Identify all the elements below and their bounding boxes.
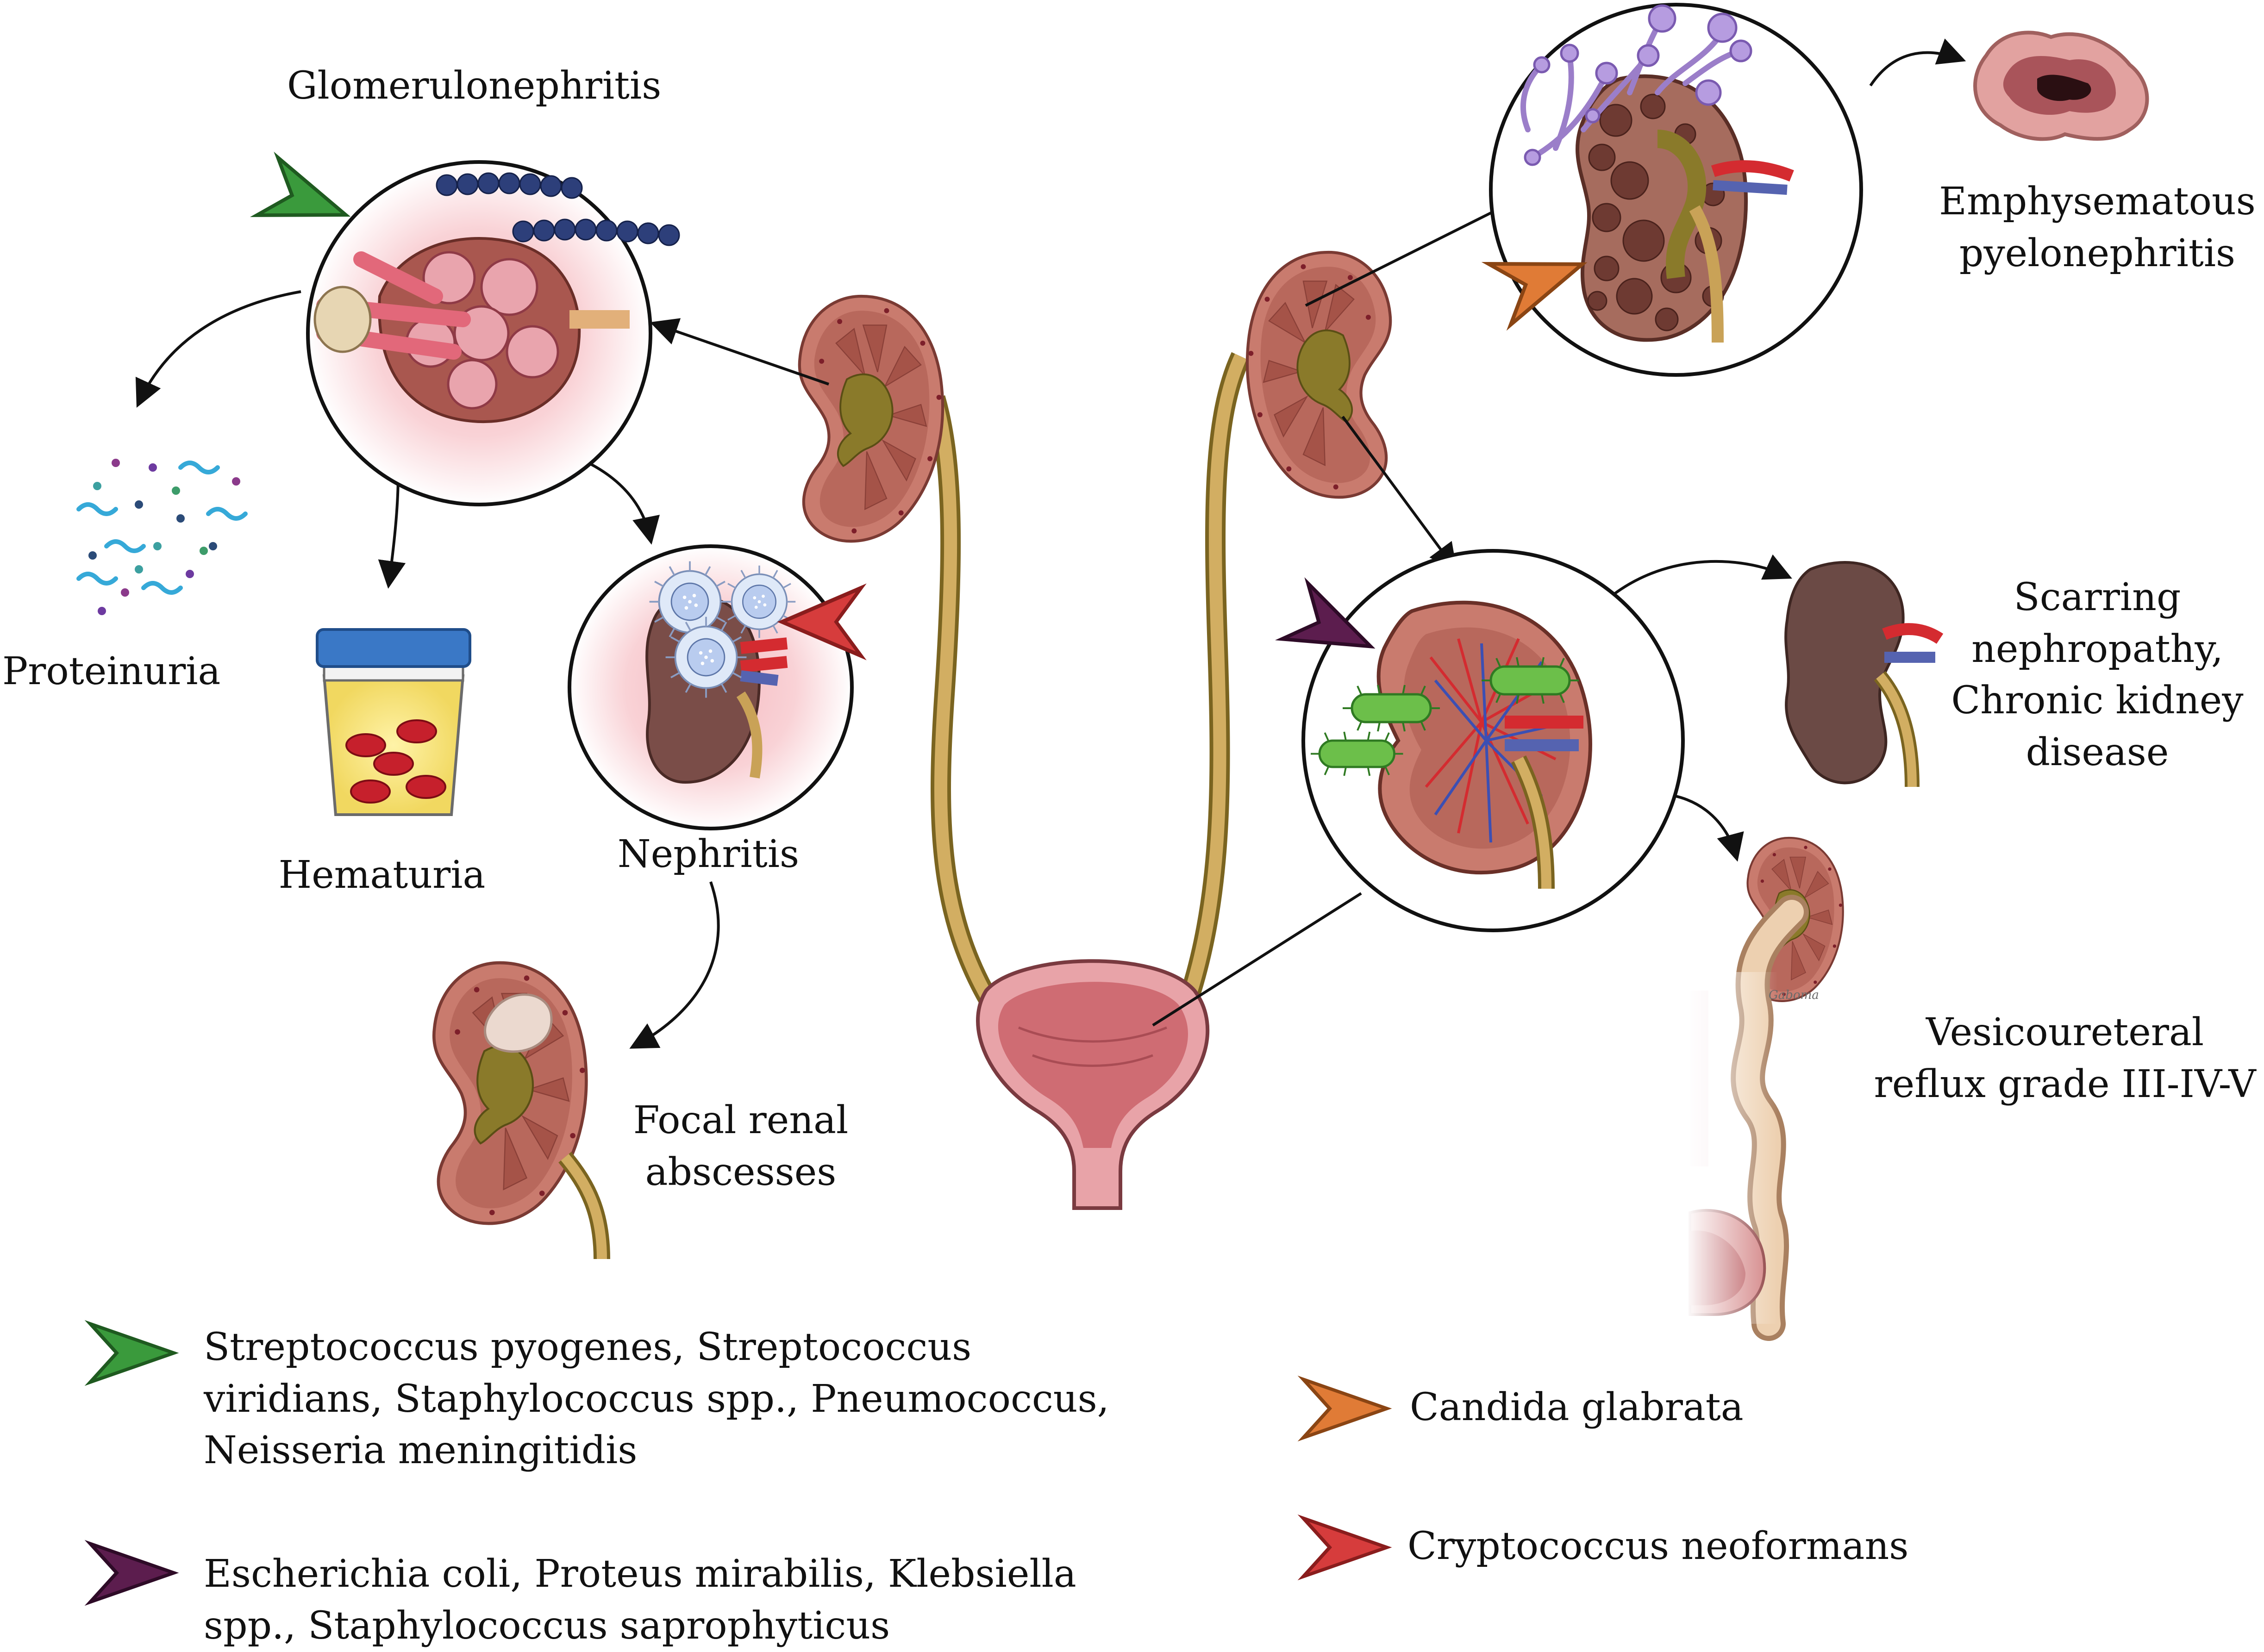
vur-label-line2: reflux grade III-IV-V bbox=[1874, 1062, 2256, 1106]
emphysematous-label-line1: Emphysematous bbox=[1939, 180, 2256, 224]
legend-orange-text: Candida glabrata bbox=[1410, 1382, 1744, 1434]
legend-green-line3: Neisseria meningitidis bbox=[204, 1428, 638, 1473]
vur-label-line1: Vesicoureteral bbox=[1926, 1010, 2204, 1054]
legend-orange-line1: Candida glabrata bbox=[1410, 1385, 1744, 1429]
emphysema-lesion bbox=[1973, 31, 2149, 141]
arrows bbox=[135, 38, 1966, 1049]
legend-green-icon bbox=[90, 1324, 174, 1382]
pyelonephritis-illustration bbox=[1282, 549, 1685, 932]
glomerulonephritis-label: Glomerulonephritis bbox=[287, 64, 662, 108]
legend-purple-text: Escherichia coli, Proteus mirabilis, Kle… bbox=[204, 1548, 1076, 1652]
vur-artist-signature: Gaboma bbox=[1769, 988, 1819, 1002]
legend-green-line2: viridians, Staphylococcus spp., Pneumoco… bbox=[204, 1377, 1109, 1421]
vur-label: Vesicoureteral reflux grade III-IV-V bbox=[1870, 1007, 2259, 1110]
emphysematous-label-line2: pyelonephritis bbox=[1959, 231, 2236, 275]
focal-abscess-label: Focal renal abscesses bbox=[611, 1095, 870, 1198]
bladder bbox=[976, 959, 1210, 1210]
scarring-label-line2: nephropathy, bbox=[1971, 627, 2223, 671]
legend-green-line1: Streptococcus pyogenes, Streptococcus bbox=[204, 1325, 972, 1369]
scarring-label-line1: Scarring bbox=[2014, 575, 2181, 619]
legend-red-line1: Cryptococcus neoformans bbox=[1407, 1524, 1909, 1568]
legend-orange-icon bbox=[1303, 1379, 1387, 1438]
emphysematous-label: Emphysematous pyelonephritis bbox=[1921, 176, 2264, 279]
focal-abscess-label-line2: abscesses bbox=[645, 1150, 837, 1194]
emphysematous-illustration bbox=[1488, 3, 1863, 377]
proteinuria-illustration bbox=[76, 459, 248, 615]
nephritis-label: Nephritis bbox=[617, 832, 800, 876]
streptococcus-chain bbox=[436, 172, 680, 246]
focal-abscess-label-line1: Focal renal bbox=[633, 1098, 849, 1142]
hematuria-urine-cup bbox=[316, 628, 471, 816]
legend-red-icon bbox=[1303, 1518, 1387, 1577]
legend-green-text: Streptococcus pyogenes, Streptococcus vi… bbox=[204, 1322, 1109, 1477]
legend-red-text: Cryptococcus neoformans bbox=[1407, 1521, 1908, 1572]
vur-illustration: Gaboma bbox=[1685, 838, 1843, 1341]
glomerulonephritis-illustration bbox=[257, 157, 680, 506]
scarring-label-line3: Chronic kidney bbox=[1951, 679, 2244, 723]
focal-abscess-kidney bbox=[434, 963, 610, 1259]
scarring-label-line4: disease bbox=[2026, 730, 2169, 774]
legend-purple-line2: spp., Staphylococcus saprophyticus bbox=[204, 1603, 890, 1648]
urinary-tract-center bbox=[800, 252, 1390, 1210]
legend-purple-line1: Escherichia coli, Proteus mirabilis, Kle… bbox=[204, 1552, 1076, 1596]
scarring-label: Scarring nephropathy, Chronic kidney dis… bbox=[1931, 572, 2264, 778]
scarred-kidney bbox=[1784, 561, 1944, 787]
nephritis-illustration bbox=[568, 544, 861, 830]
legend-purple-icon bbox=[90, 1544, 174, 1602]
hematuria-label: Hematuria bbox=[278, 853, 486, 897]
proteinuria-label: Proteinuria bbox=[2, 649, 221, 693]
